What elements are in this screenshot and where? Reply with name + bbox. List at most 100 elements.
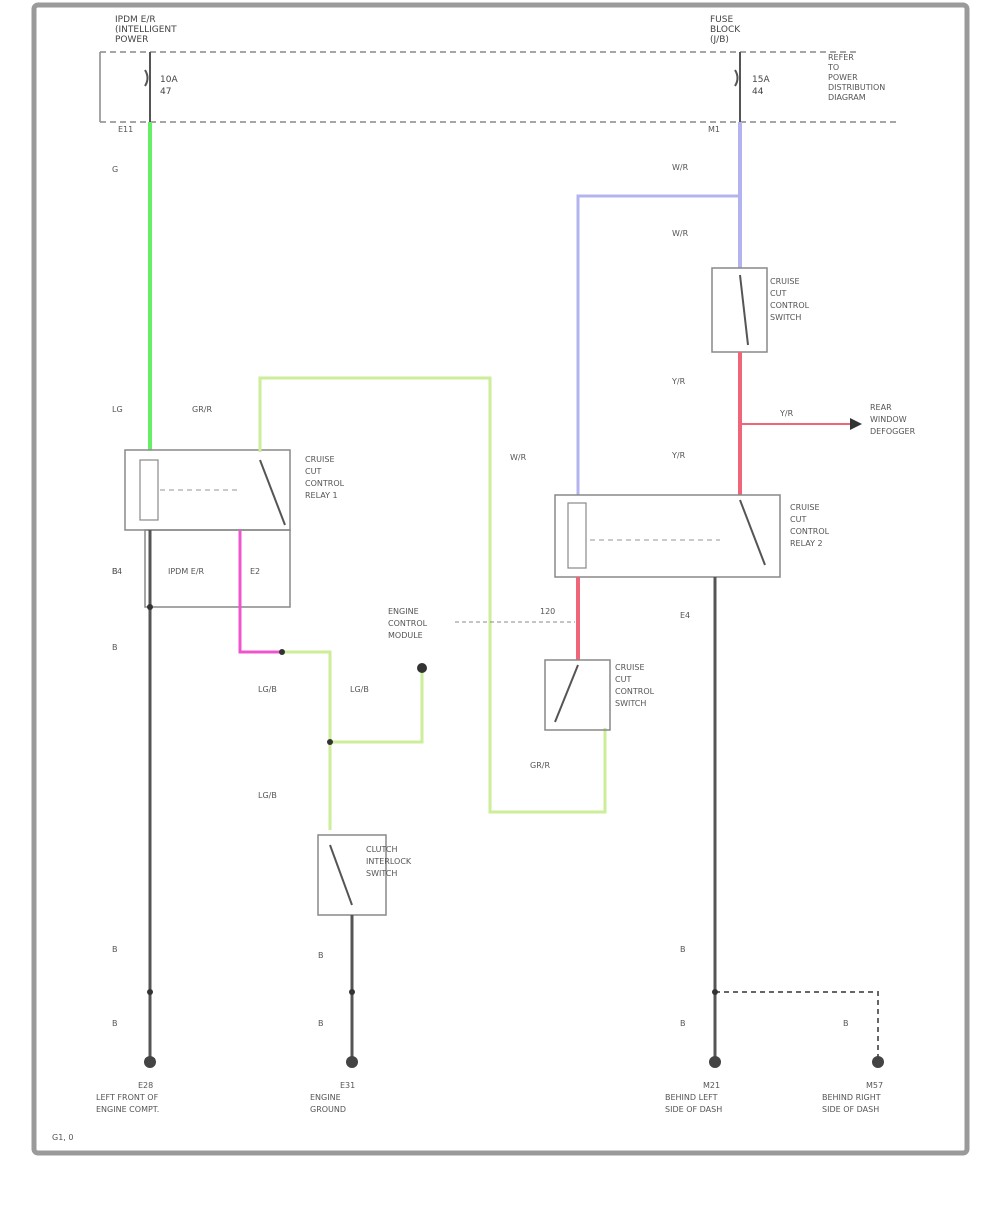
relay-left-coil bbox=[139, 459, 159, 521]
fuse-conn-right: M1 bbox=[708, 125, 720, 134]
wire-label-b-right-2: B bbox=[680, 1019, 686, 1028]
wire-label-lgb-1: LG/B bbox=[258, 685, 277, 694]
fuse-conn-left: E11 bbox=[118, 125, 133, 134]
wire-label-yr-2: Y/R bbox=[671, 451, 686, 460]
fuse-left-rating: 10A bbox=[160, 75, 178, 85]
wire-lime-loop bbox=[258, 376, 607, 814]
wire-label-b-mid-2: B bbox=[318, 1019, 324, 1028]
switch-upper-label-3: CONTROL bbox=[770, 301, 810, 310]
fuse-left-header-3: POWER bbox=[115, 35, 148, 45]
wire-label-b-mid-1: B bbox=[318, 951, 324, 960]
fuse-left-number: 47 bbox=[160, 87, 171, 97]
switch-upper-label-1: CRUISE bbox=[770, 277, 800, 286]
wire-lime-ecm bbox=[330, 672, 424, 744]
ground-right2-desc-2: SIDE OF DASH bbox=[822, 1105, 879, 1114]
wire-label-yr-branch: Y/R bbox=[779, 409, 794, 418]
wire-label-g: G bbox=[112, 165, 118, 174]
wire-label-wr-relay: W/R bbox=[510, 453, 527, 462]
fuse-note-5: DIAGRAM bbox=[828, 93, 866, 102]
ground-mid-desc-1: ENGINE bbox=[310, 1093, 341, 1102]
ecm-connector-icon bbox=[417, 663, 427, 673]
relay-right-label-2: CUT bbox=[790, 515, 806, 524]
fuse-note-4: DISTRIBUTION bbox=[828, 83, 885, 92]
neutral-label-1: CLUTCH bbox=[366, 845, 398, 854]
relay-right-label-1: CRUISE bbox=[790, 503, 820, 512]
ground-right-2-icon bbox=[872, 1056, 884, 1068]
splice-lower bbox=[327, 739, 333, 745]
neutral-label-2: INTERLOCK bbox=[366, 857, 412, 866]
relay-left-pin2: E2 bbox=[250, 567, 260, 576]
wire-label-b-left-4: B bbox=[112, 1019, 118, 1028]
ground-right2-desc-1: BEHIND RIGHT bbox=[822, 1093, 881, 1102]
wire-label-wr-2: W/R bbox=[672, 229, 689, 238]
fuse-right-header-2: BLOCK bbox=[710, 25, 741, 35]
switch-lower-label-4: SWITCH bbox=[615, 699, 646, 708]
rear-defogger-arrow-icon bbox=[850, 418, 862, 430]
switch-lower-label-1: CRUISE bbox=[615, 663, 645, 672]
switch-lower-label-2: CUT bbox=[615, 675, 631, 684]
ground-mid-icon bbox=[346, 1056, 358, 1068]
ground-right1-desc-1: BEHIND LEFT bbox=[665, 1093, 718, 1102]
relay-right-coil bbox=[567, 502, 587, 569]
wire-label-lg: LG bbox=[112, 405, 123, 414]
wire-label-b-left-2: B bbox=[112, 643, 118, 652]
tcm-label-2: CONTROL bbox=[388, 619, 428, 628]
ground-left-desc-1: LEFT FRONT OF bbox=[96, 1093, 159, 1102]
relay-right-pin: E4 bbox=[680, 611, 690, 620]
relay-left-label-3: CONTROL bbox=[305, 479, 345, 488]
cruise-cut-switch-lower bbox=[544, 659, 611, 731]
rear-label-3: DEFOGGER bbox=[870, 427, 916, 436]
tcm-label-1: ENGINE bbox=[388, 607, 419, 616]
relay-left-label-2: CUT bbox=[305, 467, 321, 476]
splice-right bbox=[712, 989, 718, 995]
splice-left-2 bbox=[147, 989, 153, 995]
cruise-cut-switch-upper bbox=[711, 267, 768, 353]
wire-label-yr-1: Y/R bbox=[671, 377, 686, 386]
fuse-left-header: IPDM E/R bbox=[115, 15, 156, 25]
ground-right-1-icon bbox=[709, 1056, 721, 1068]
tcm-label-3: MODULE bbox=[388, 631, 423, 640]
wire-label-wr-1: W/R bbox=[672, 163, 689, 172]
wire-label-lgb-3: LG/B bbox=[258, 791, 277, 800]
fuse-left-header-2: (INTELLIGENT bbox=[115, 25, 177, 35]
ground-mid-desc-2: GROUND bbox=[310, 1105, 346, 1114]
ground-left-icon bbox=[144, 1056, 156, 1068]
splice-mid bbox=[349, 989, 355, 995]
fuse-note-3: POWER bbox=[828, 73, 858, 82]
relay-right-label-3: CONTROL bbox=[790, 527, 830, 536]
ground-left-code: E28 bbox=[138, 1081, 153, 1090]
diagram-frame bbox=[31, 2, 970, 1156]
wire-black-right-branch bbox=[715, 991, 879, 1062]
wire-label-b-right-1: B bbox=[680, 945, 686, 954]
tcm-pin: 120 bbox=[540, 607, 555, 616]
wire-lime-lower bbox=[282, 650, 332, 830]
wire-magenta bbox=[238, 530, 282, 654]
relay-right-label-4: RELAY 2 bbox=[790, 539, 823, 548]
fuse-right-header-3: (J/B) bbox=[710, 35, 729, 45]
ground-right2-code: M57 bbox=[866, 1081, 883, 1090]
wire-label-grr-center: GR/R bbox=[530, 761, 550, 770]
fuse-right-number: 44 bbox=[752, 87, 764, 97]
relay-left-unit-box bbox=[144, 529, 291, 608]
neutral-label-3: SWITCH bbox=[366, 869, 397, 878]
cruise-cut-relay-2 bbox=[554, 494, 781, 578]
wire-label-b-right-3: B bbox=[843, 1019, 849, 1028]
fuse-section: IPDM E/R (INTELLIGENT POWER FUSE BLOCK (… bbox=[99, 15, 900, 134]
fuse-right-header: FUSE bbox=[710, 15, 733, 25]
splice-left bbox=[147, 604, 153, 610]
fuse-note-1: REFER bbox=[828, 53, 854, 62]
wire-label-grr: GR/R bbox=[192, 405, 212, 414]
wire-label-lgb-2: LG/B bbox=[350, 685, 369, 694]
relay-left-unit: IPDM E/R bbox=[168, 567, 205, 576]
splice-magenta bbox=[279, 649, 285, 655]
relay-left-label-4: RELAY 1 bbox=[305, 491, 338, 500]
wire-purple-branch bbox=[576, 194, 740, 495]
ground-mid-code: E31 bbox=[340, 1081, 355, 1090]
ground-left-desc-2: ENGINE COMPT. bbox=[96, 1105, 159, 1114]
wire-label-b-left-3: B bbox=[112, 945, 118, 954]
relay-left-pin1: E4 bbox=[112, 567, 122, 576]
fuse-right-rating: 15A bbox=[752, 75, 770, 85]
switch-upper-label-4: SWITCH bbox=[770, 313, 801, 322]
diagram-code: G1, 0 bbox=[52, 1133, 73, 1142]
